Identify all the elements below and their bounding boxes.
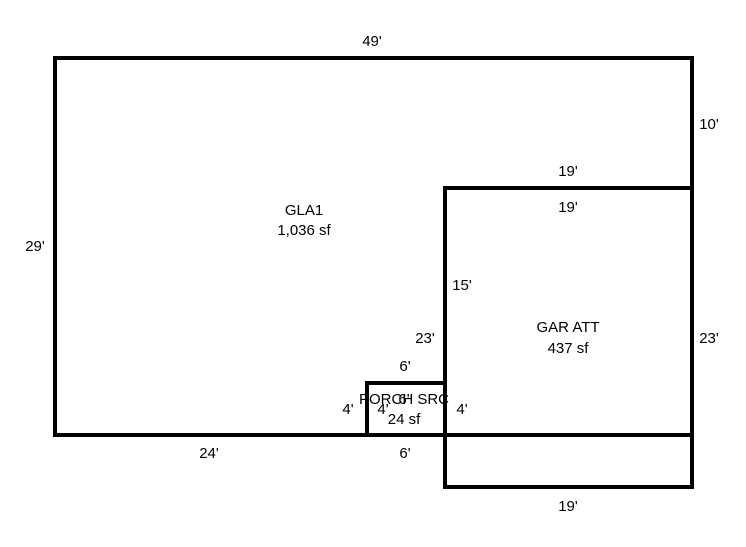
garage-area-label: 437 sf <box>548 340 590 357</box>
dim-porch-top-outer: 6' <box>399 358 410 375</box>
garage-name-label: GAR ATT <box>536 319 599 336</box>
gla1-outline <box>53 56 694 437</box>
porch-area-label: 24 sf <box>388 411 421 428</box>
dim-porch-bottom-outer: 6' <box>399 445 410 462</box>
dim-porch-left-inner: 4' <box>377 401 388 418</box>
dim-porch-top-inner: 6' <box>398 391 409 408</box>
dim-gla1-left: 29' <box>25 238 45 255</box>
dim-gla1-bottom: 24' <box>199 445 219 462</box>
dim-porch-left-outer: 4' <box>342 401 353 418</box>
dim-gla1-inner-horizontal: 19' <box>558 163 578 180</box>
porch-name-label: PORCH SRC <box>359 391 449 408</box>
dim-gla1-right-upper: 10' <box>699 116 719 133</box>
dim-garage-right: 23' <box>699 330 719 347</box>
dim-porch-right: 4' <box>456 401 467 418</box>
gla1-name-label: GLA1 <box>285 202 323 219</box>
dim-garage-top: 19' <box>558 199 578 216</box>
gla1-area-label: 1,036 sf <box>277 222 331 239</box>
dim-garage-left: 15' <box>452 277 472 294</box>
dim-gla1-inner-vertical: 23' <box>415 330 435 347</box>
porch-outline <box>365 381 447 437</box>
dim-gla1-top: 49' <box>362 33 382 50</box>
dim-garage-bottom: 19' <box>558 498 578 515</box>
garage-outline <box>443 186 694 489</box>
